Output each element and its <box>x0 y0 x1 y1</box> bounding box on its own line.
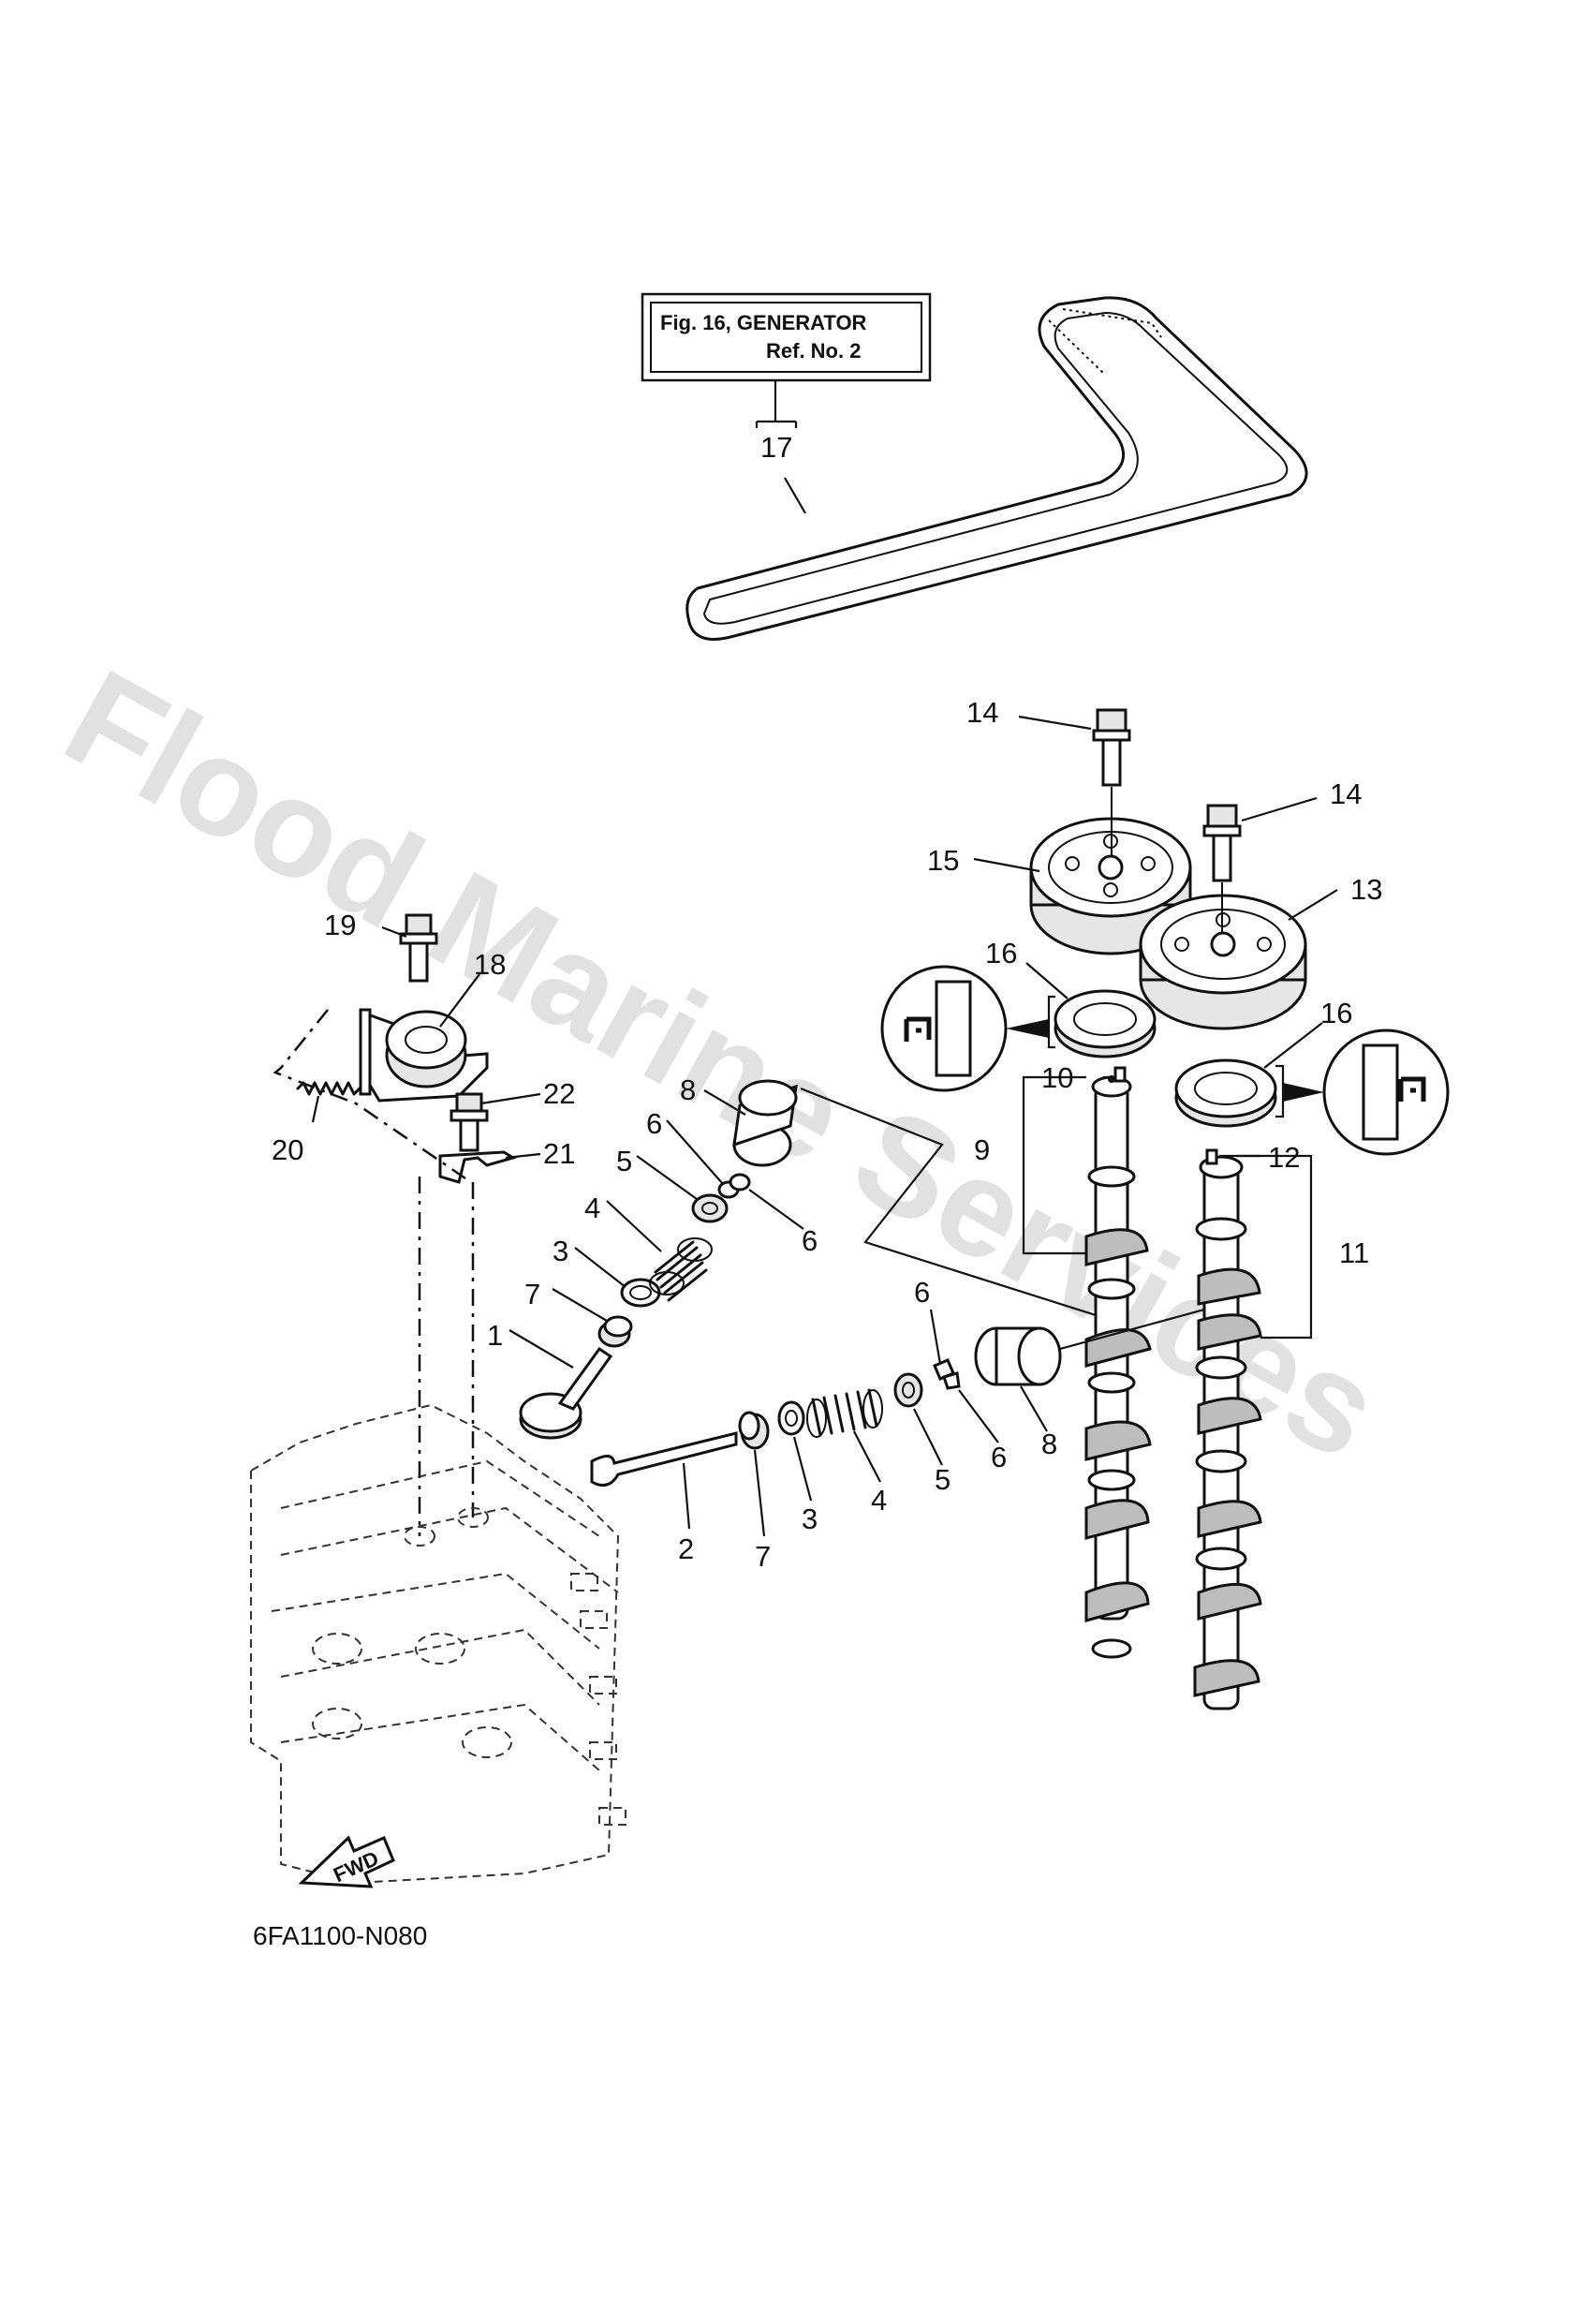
tensioner-18 <box>359 1008 489 1103</box>
dowel-pin-10 <box>1113 1066 1127 1083</box>
callout-2: 2 <box>678 1532 694 1565</box>
timing-belt <box>685 296 1308 641</box>
callout-4-upper: 4 <box>584 1192 600 1224</box>
reference-box-title: Fig. 16, GENERATOR <box>660 311 867 334</box>
valve-cotter-6-lower <box>933 1358 961 1390</box>
callout-21: 21 <box>543 1137 575 1170</box>
valve-lifter-8-upper <box>732 1079 798 1167</box>
callout-4-lower: 4 <box>871 1484 887 1517</box>
callout-18: 18 <box>474 948 506 981</box>
apply-grease-detail-right <box>1283 1029 1450 1156</box>
tensioner-bracket-21 <box>438 1150 517 1184</box>
callout-3-lower: 3 <box>802 1502 818 1535</box>
callout-12: 12 <box>1268 1141 1300 1174</box>
callout-5-lower: 5 <box>935 1463 951 1496</box>
leader-lines <box>311 477 1338 1537</box>
callout-11: 11 <box>1339 1236 1369 1269</box>
callout-8-upper: 8 <box>680 1073 696 1106</box>
valve-cotter-6-upper <box>717 1173 751 1199</box>
tensioner-spring-20 <box>296 1081 361 1096</box>
oil-seal-16-right <box>1174 1058 1277 1128</box>
callout-14-left: 14 <box>966 696 998 729</box>
callout-14-right: 14 <box>1330 777 1362 810</box>
drawing-code: 6FA1100-N080 <box>253 1921 427 1950</box>
tensioner-bolt-19 <box>399 913 438 983</box>
bolt-22 <box>450 1092 489 1152</box>
valve-lifter-8-lower <box>974 1326 1062 1386</box>
callout-numbers: 17 14 14 15 13 16 16 10 9 12 11 19 18 20… <box>272 431 1382 1573</box>
callout-16-left: 16 <box>985 937 1017 970</box>
callout-10: 10 <box>1041 1061 1073 1094</box>
oil-seal-16-left <box>1054 989 1157 1058</box>
callout-6-upper-b: 6 <box>802 1224 818 1257</box>
callout-3-upper: 3 <box>553 1235 568 1267</box>
reference-box: Fig. 16, GENERATOR Ref. No. 2 <box>641 292 932 382</box>
callout-20: 20 <box>272 1133 303 1166</box>
apply-grease-detail-left <box>880 965 1049 1092</box>
callout-6-lower-a: 6 <box>914 1276 930 1309</box>
fwd-arrow-icon: FWD <box>298 1835 395 1888</box>
spring-seat-3-lower <box>777 1400 805 1436</box>
callout-17: 17 <box>760 431 792 464</box>
spring-retainer-5-upper <box>691 1193 729 1223</box>
callout-8-lower: 8 <box>1041 1428 1057 1460</box>
callout-13: 13 <box>1350 873 1382 906</box>
spring-retainer-5-lower <box>893 1372 923 1408</box>
callout-5-upper: 5 <box>616 1145 632 1177</box>
dowel-pin-12 <box>1205 1148 1218 1165</box>
valve-2 <box>590 1431 738 1488</box>
camshaft-pulley-13 <box>1139 894 1307 1030</box>
callout-7-lower: 7 <box>755 1540 771 1573</box>
callout-1: 1 <box>487 1319 503 1352</box>
valve-stem-seal-7-upper <box>597 1315 633 1348</box>
valve-spring-4-lower <box>806 1388 883 1438</box>
spring-seat-3-upper <box>620 1278 661 1308</box>
camshaft-9 <box>1084 1075 1152 1659</box>
callout-22: 22 <box>543 1077 575 1110</box>
valve-stem-seal-7-lower <box>738 1411 770 1450</box>
reference-box-ref: Ref. No. 2 <box>766 339 861 363</box>
callout-16-right: 16 <box>1320 997 1352 1029</box>
callout-7-upper: 7 <box>524 1278 540 1310</box>
cylinder-head <box>250 1403 626 1885</box>
callout-6-upper-a: 6 <box>646 1107 662 1140</box>
valve-spring-4-upper <box>649 1237 713 1302</box>
callout-15: 15 <box>927 844 959 877</box>
callout-19: 19 <box>324 909 356 941</box>
camshaft-11 <box>1193 1155 1262 1710</box>
bolt-14-right <box>1202 804 1242 882</box>
bolt-14-left <box>1092 708 1131 787</box>
valve-1 <box>519 1346 613 1440</box>
callout-6-lower-b: 6 <box>991 1441 1007 1473</box>
callout-9: 9 <box>974 1133 990 1166</box>
